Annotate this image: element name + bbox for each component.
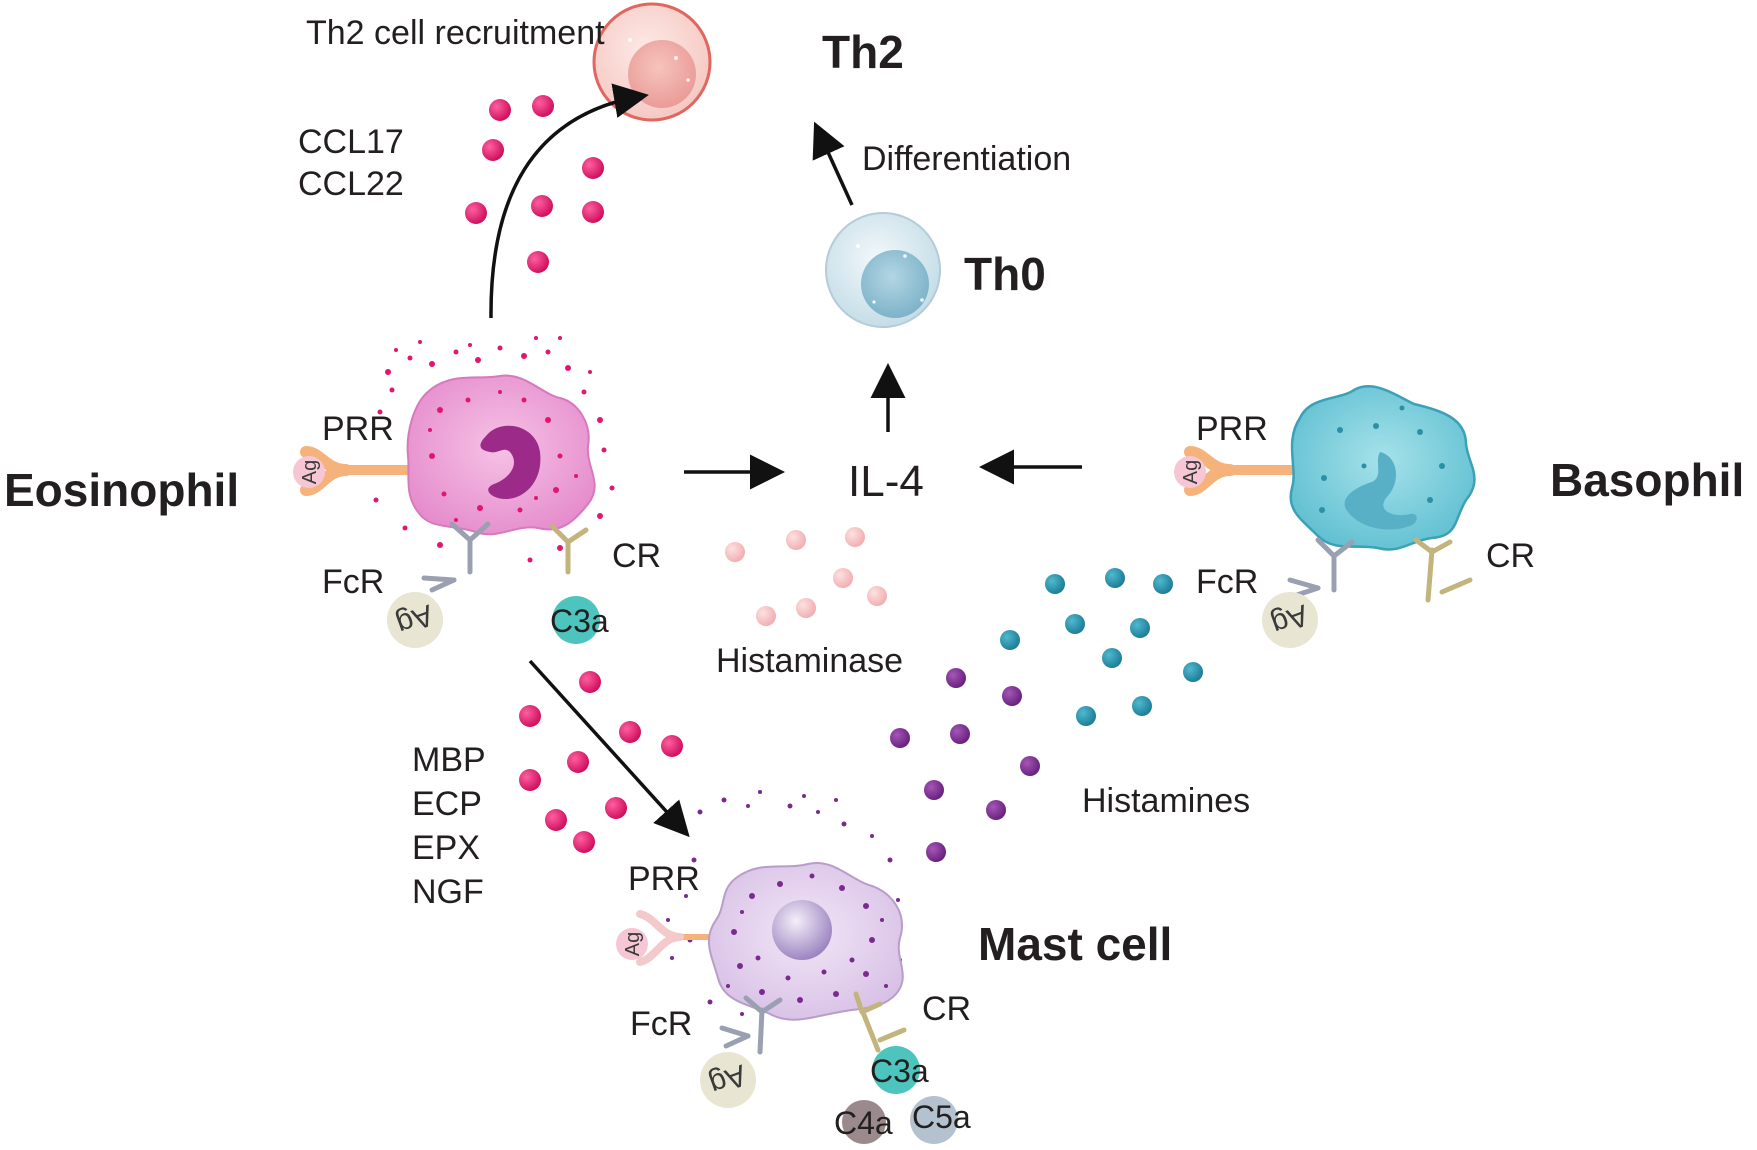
eosinophil-to-mast-arrow (528, 659, 690, 838)
ccl17-label: CCL17 (298, 123, 404, 161)
basophil-fcr-label: FcR (1196, 563, 1258, 601)
mast-c4a-label: C4a (834, 1105, 893, 1141)
eosinophil-cr-label: CR (612, 537, 661, 575)
th0-cell (825, 212, 941, 328)
mbp-label: MBP (412, 741, 486, 779)
mast-prr-label: PRR (628, 860, 700, 898)
basophil-prr-label: PRR (1196, 410, 1268, 448)
basophil-cell (1174, 384, 1476, 648)
eosinophil-prr-label: PRR (322, 410, 394, 448)
mast-fcr-label: FcR (630, 1005, 692, 1043)
mast-prr-ag-label: Ag (622, 932, 644, 956)
mast-cell (616, 790, 958, 1144)
ngf-label: NGF (412, 873, 484, 911)
ccl22-label: CCL22 (298, 165, 404, 203)
ecp-label: ECP (412, 785, 482, 823)
th2-label: Th2 (822, 26, 904, 78)
histamine-purple-granules (890, 668, 1040, 862)
mast-cell-label: Mast cell (978, 918, 1172, 970)
eosinophil-cell (293, 336, 615, 648)
il4-label: IL-4 (848, 457, 924, 506)
basophil-prr-ag-label: Ag (1180, 460, 1202, 484)
differentiation-label: Differentiation (862, 140, 1071, 178)
histaminase-label: Histaminase (716, 642, 903, 680)
basophil-label: Basophil (1550, 454, 1744, 506)
basophil-cr-label: CR (1486, 537, 1535, 575)
eosinophil-label: Eosinophil (4, 464, 239, 516)
differentiation-arrow (812, 121, 854, 206)
eosinophil-c3a-label: C3a (550, 603, 609, 639)
th2-recruitment-label: Th2 cell recruitment (306, 14, 605, 52)
th0-label: Th0 (964, 248, 1046, 300)
histamines-label: Histamines (1082, 782, 1250, 820)
mast-cr-label: CR (922, 990, 971, 1028)
mast-c3a-label: C3a (870, 1053, 929, 1089)
granule-protein-dots (519, 671, 683, 853)
eosinophil-prr-ag-label: Ag (299, 460, 321, 484)
epx-label: EPX (412, 829, 480, 867)
histamine-teal-granules (1000, 568, 1203, 726)
histaminase-granules (725, 527, 887, 626)
chemokine-granules (465, 95, 604, 273)
mast-c5a-label: C5a (912, 1099, 971, 1135)
eosinophil-fcr-label: FcR (322, 563, 384, 601)
recruitment-arrow (489, 83, 649, 319)
